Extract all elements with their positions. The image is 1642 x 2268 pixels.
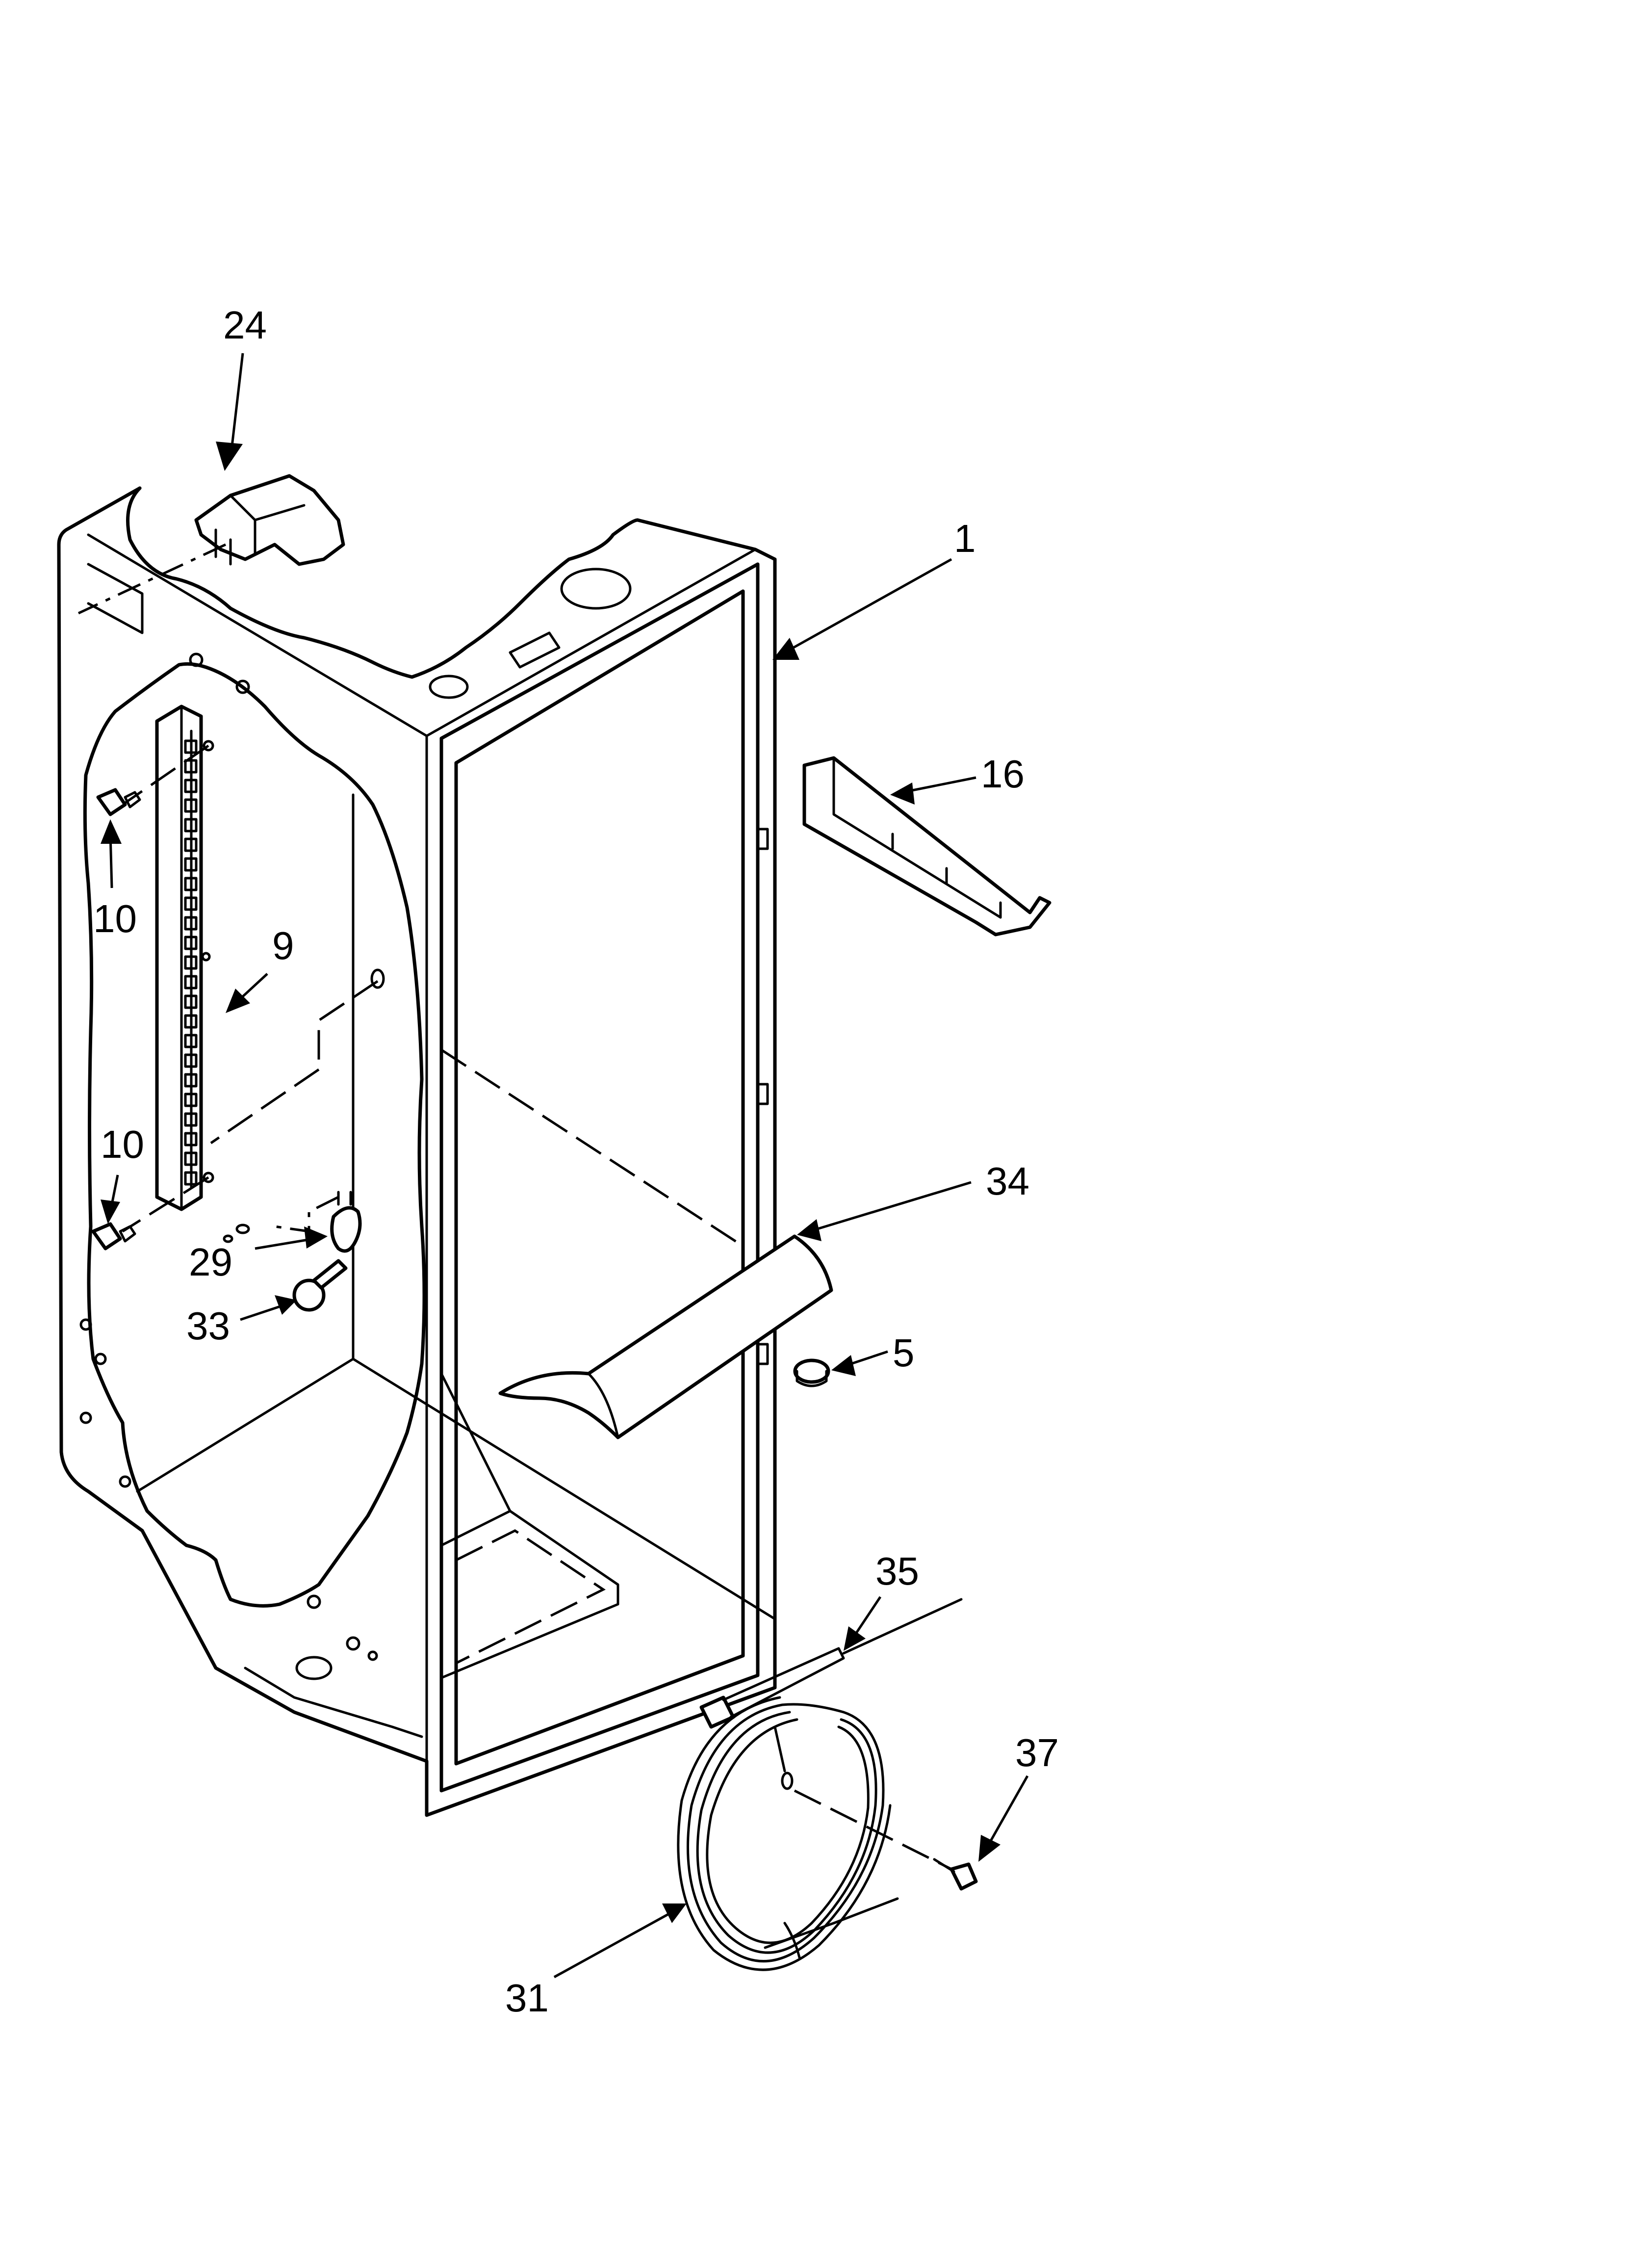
rail-slot bbox=[184, 837, 198, 852]
callout-labels: 24 1 16 10 9 10 29 33 34 5 35 37 31 bbox=[93, 303, 1059, 2020]
rail-screw-lower-part bbox=[91, 1222, 136, 1251]
callout-24: 24 bbox=[223, 303, 267, 347]
rail-screw-upper-part bbox=[96, 788, 141, 816]
shelf-rail-part bbox=[122, 704, 385, 1233]
cable-tie-part bbox=[699, 1598, 963, 1729]
trim-channel-part bbox=[802, 756, 1052, 937]
callout-16: 16 bbox=[981, 752, 1025, 796]
rail-slot bbox=[184, 1053, 198, 1068]
leader-lines bbox=[101, 353, 1029, 1979]
rail-slot bbox=[184, 1151, 198, 1166]
rail-slot bbox=[184, 759, 198, 774]
callout-10-lower: 10 bbox=[101, 1122, 144, 1166]
rail-slot bbox=[184, 994, 198, 1009]
rail-slot bbox=[184, 1112, 198, 1127]
rail-slot bbox=[184, 798, 198, 813]
rail-slot bbox=[184, 1014, 198, 1029]
plug-part bbox=[793, 1358, 830, 1387]
rail-slot bbox=[184, 1093, 198, 1107]
callout-1: 1 bbox=[954, 517, 976, 560]
callout-34: 34 bbox=[986, 1159, 1029, 1203]
callout-33: 33 bbox=[186, 1304, 230, 1348]
light-bulb-part bbox=[292, 1259, 348, 1312]
rail-slot bbox=[184, 779, 198, 793]
callout-31: 31 bbox=[505, 1976, 549, 2020]
rail-slot bbox=[184, 916, 198, 931]
rail-slot bbox=[184, 877, 198, 891]
rail-slot bbox=[184, 818, 198, 833]
rail-slot bbox=[184, 896, 198, 911]
control-housing-part bbox=[77, 474, 345, 615]
rail-slot bbox=[184, 739, 198, 754]
callout-29: 29 bbox=[189, 1240, 232, 1284]
rail-slot bbox=[184, 1034, 198, 1048]
light-socket-part bbox=[223, 1191, 362, 1253]
cover-part bbox=[498, 1234, 833, 1439]
rail-slot bbox=[184, 1171, 198, 1186]
rail-slot bbox=[184, 857, 198, 872]
rail-slot bbox=[184, 975, 198, 990]
callout-35: 35 bbox=[875, 1549, 919, 1593]
refrigerator-liner-part bbox=[57, 486, 777, 1817]
wire-harness-part bbox=[677, 1696, 952, 1971]
callout-5: 5 bbox=[893, 1331, 915, 1375]
ground-screw-part bbox=[933, 1858, 978, 1891]
rail-slot bbox=[184, 1073, 198, 1088]
rail-slot bbox=[184, 1132, 198, 1147]
rail-slot bbox=[184, 936, 198, 950]
callout-9: 9 bbox=[272, 924, 294, 967]
callout-37: 37 bbox=[1015, 1731, 1059, 1774]
callout-10-upper: 10 bbox=[93, 897, 137, 940]
rail-slot bbox=[184, 955, 198, 970]
